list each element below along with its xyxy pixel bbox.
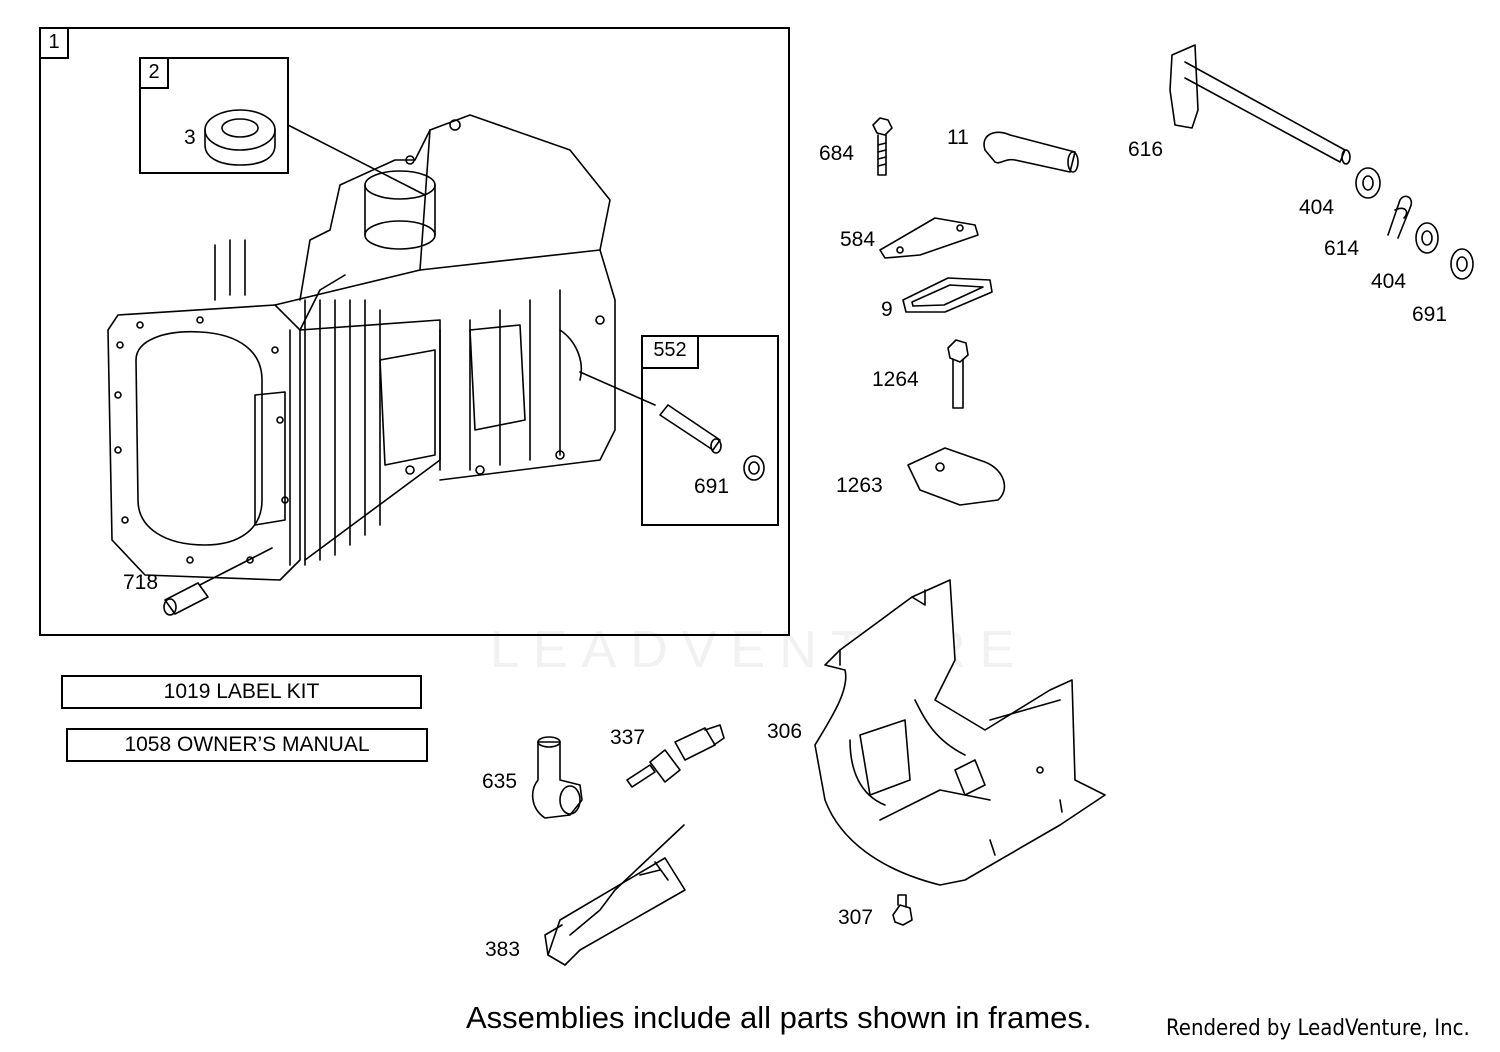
assembly-frame-2: [139, 57, 289, 174]
callout-337: 337: [610, 726, 646, 749]
assembly-tag-1: 1: [39, 27, 69, 59]
spark-plug-part-337: [626, 724, 725, 788]
shaft-part-616: [1169, 44, 1351, 165]
seal-part-3: [204, 109, 276, 166]
callout-616: 616: [1128, 138, 1164, 161]
callout-691-inner: 691: [694, 475, 730, 498]
kit-label-kit: 1019 LABEL KIT: [61, 675, 422, 709]
callout-3: 3: [184, 126, 196, 149]
bolt-part-1264: [947, 339, 969, 409]
washer-part-404-b: [1415, 222, 1439, 254]
assembly-frame-552: [641, 335, 779, 526]
tube-part-11: [983, 131, 1079, 173]
assembly-tag-2: 2: [139, 57, 169, 89]
engine-block: [107, 114, 616, 581]
callout-11: 11: [947, 126, 969, 149]
callout-404-a: 404: [1299, 196, 1335, 219]
washer-part-691-outer: [1450, 248, 1474, 280]
callout-1263: 1263: [836, 474, 883, 497]
assembly-tag-552: 552: [641, 335, 699, 369]
callout-635: 635: [482, 770, 518, 793]
callout-306: 306: [767, 720, 803, 743]
cover-part-584: [879, 217, 979, 259]
elbow-part-635: [531, 736, 583, 819]
pin-part-614: [1387, 195, 1413, 239]
callout-404-b: 404: [1371, 270, 1407, 293]
shroud-part-306: [814, 579, 1106, 886]
tool-part-383: [544, 824, 686, 966]
dowel-part-718: [163, 582, 209, 616]
callout-9: 9: [881, 298, 893, 321]
pin-part-552: [659, 404, 722, 454]
bolt-part-684: [872, 117, 893, 176]
callout-1264: 1264: [872, 368, 919, 391]
callout-718: 718: [123, 571, 159, 594]
screw-part-307: [892, 894, 913, 926]
gasket-part-9: [902, 277, 993, 313]
callout-614: 614: [1324, 237, 1360, 260]
plate-part-1263: [907, 447, 1006, 506]
washer-part-404-a: [1355, 167, 1381, 199]
callout-383: 383: [485, 938, 521, 961]
callout-691-outer: 691: [1412, 303, 1448, 326]
seal-part-691-inner: [743, 455, 765, 481]
assemblies-note: Assemblies include all parts shown in fr…: [466, 1000, 1092, 1035]
assembly-frame-1: [39, 27, 790, 636]
callout-684: 684: [819, 142, 855, 165]
kit-owners-manual: 1058 OWNER’S MANUAL: [66, 728, 428, 762]
callout-584: 584: [840, 228, 876, 251]
callout-307: 307: [838, 906, 874, 929]
render-credit: Rendered by LeadVenture, Inc.: [1166, 1016, 1470, 1041]
